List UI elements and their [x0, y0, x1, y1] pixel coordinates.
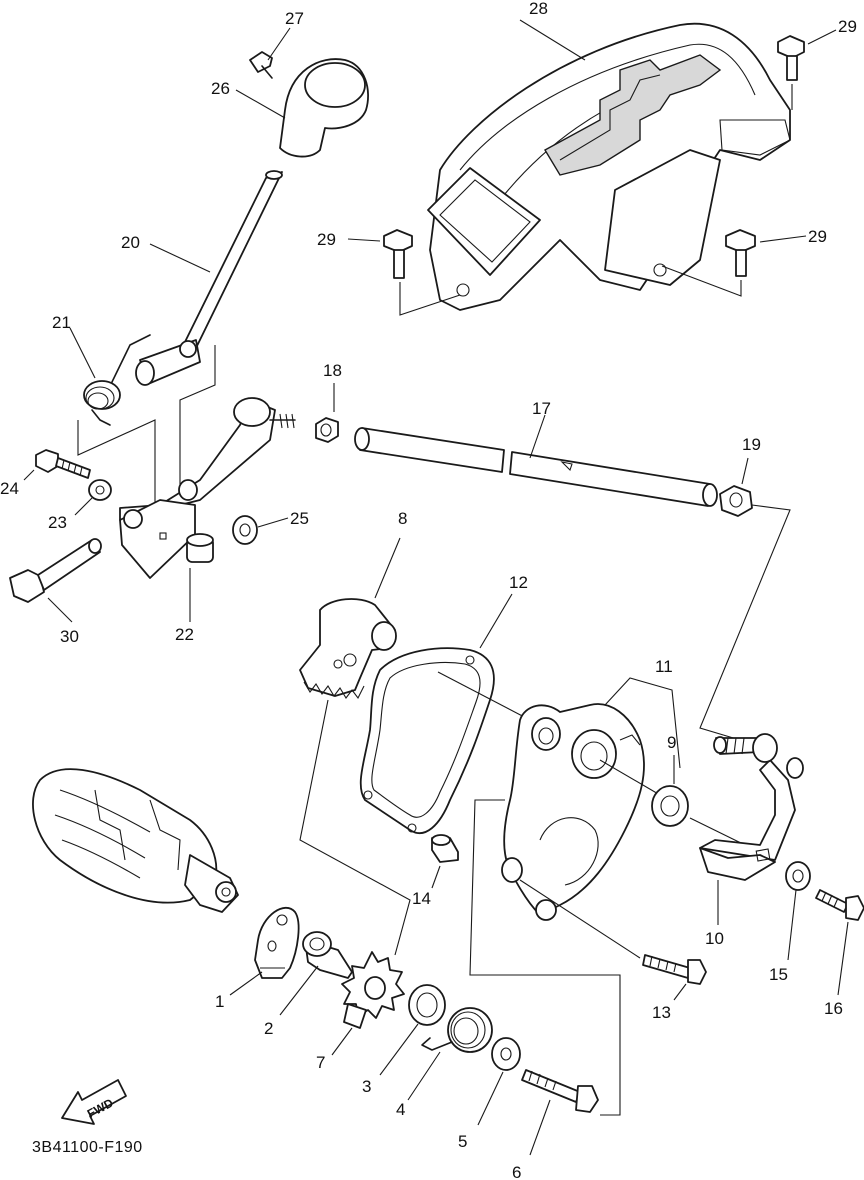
callout-7: 7 — [316, 1053, 325, 1072]
forward-direction-arrow: FWD — [61, 1079, 127, 1125]
callout-26: 26 — [211, 79, 230, 98]
shift-rod: 17 — [354, 399, 718, 507]
callout-8: 8 — [398, 509, 407, 528]
callout-28: 28 — [529, 0, 548, 18]
bolt-13: 13 — [519, 879, 707, 1022]
callout-15: 15 — [769, 965, 788, 984]
return-spring: 4 — [396, 1007, 493, 1119]
figure-code: 3B41100-F190 — [32, 1139, 143, 1156]
callout-24: 24 — [0, 479, 19, 498]
callout-23: 23 — [48, 513, 67, 532]
callout-3: 3 — [362, 1077, 371, 1096]
callout-9: 9 — [667, 733, 676, 752]
callout-19: 19 — [742, 435, 761, 454]
stopper-plate: 1 — [215, 906, 300, 1011]
callout-29-right: 29 — [808, 227, 827, 246]
dowel-pin: 14 — [412, 834, 459, 908]
gear-segment: 8 — [299, 509, 411, 956]
gasket: 12 — [359, 573, 531, 835]
callout-11: 11 — [655, 657, 673, 676]
shift-arm: 10 — [699, 733, 804, 948]
callout-13: 13 — [652, 1003, 671, 1022]
callout-29-left: 29 — [317, 230, 336, 249]
washer-25: 25 — [232, 509, 309, 545]
callout-16: 16 — [824, 999, 843, 1018]
callout-2: 2 — [264, 1019, 273, 1038]
bolt-6: 6 — [512, 1069, 599, 1180]
shift-knob: 26 27 — [211, 9, 369, 158]
callout-29-top: 29 — [838, 17, 857, 36]
shift-housing: 11 — [469, 657, 681, 1116]
pivot-bolt: 30 — [9, 538, 102, 646]
callout-6: 6 — [512, 1163, 521, 1180]
nut-18: 18 — [315, 361, 342, 443]
callout-25: 25 — [290, 509, 309, 528]
callout-21: 21 — [52, 313, 71, 332]
washer-23: 23 — [48, 479, 112, 532]
callout-10: 10 — [705, 929, 724, 948]
shift-drum — [32, 768, 239, 913]
bolt-24: 24 — [0, 449, 91, 498]
washer-15: 15 — [769, 861, 811, 984]
star-gear: 7 — [316, 951, 405, 1072]
callout-22: 22 — [175, 625, 194, 644]
nut-19: 19 — [699, 435, 791, 741]
collar: 2 — [264, 931, 353, 1038]
washer-3: 3 — [362, 984, 446, 1096]
washer-5: 5 — [458, 1037, 521, 1151]
callout-30: 30 — [60, 627, 79, 646]
callout-18: 18 — [323, 361, 342, 380]
callout-14: 14 — [412, 889, 431, 908]
callout-5: 5 — [458, 1132, 467, 1151]
callout-27: 27 — [285, 9, 304, 28]
shift-lever-bracket: 22 — [119, 397, 296, 644]
callout-12: 12 — [509, 573, 528, 592]
callout-17: 17 — [532, 399, 551, 418]
washer-9: 9 — [651, 733, 746, 846]
callout-1: 1 — [215, 992, 224, 1011]
torsion-spring: 21 — [52, 313, 156, 505]
shift-lever-rod: 20 — [121, 170, 283, 500]
callout-20: 20 — [121, 233, 140, 252]
callout-4: 4 — [396, 1100, 405, 1119]
shift-gate-cover: 28 — [427, 0, 791, 311]
cover-bolts: 29 29 29 — [317, 17, 857, 316]
bolt-16: 16 — [815, 889, 864, 1018]
